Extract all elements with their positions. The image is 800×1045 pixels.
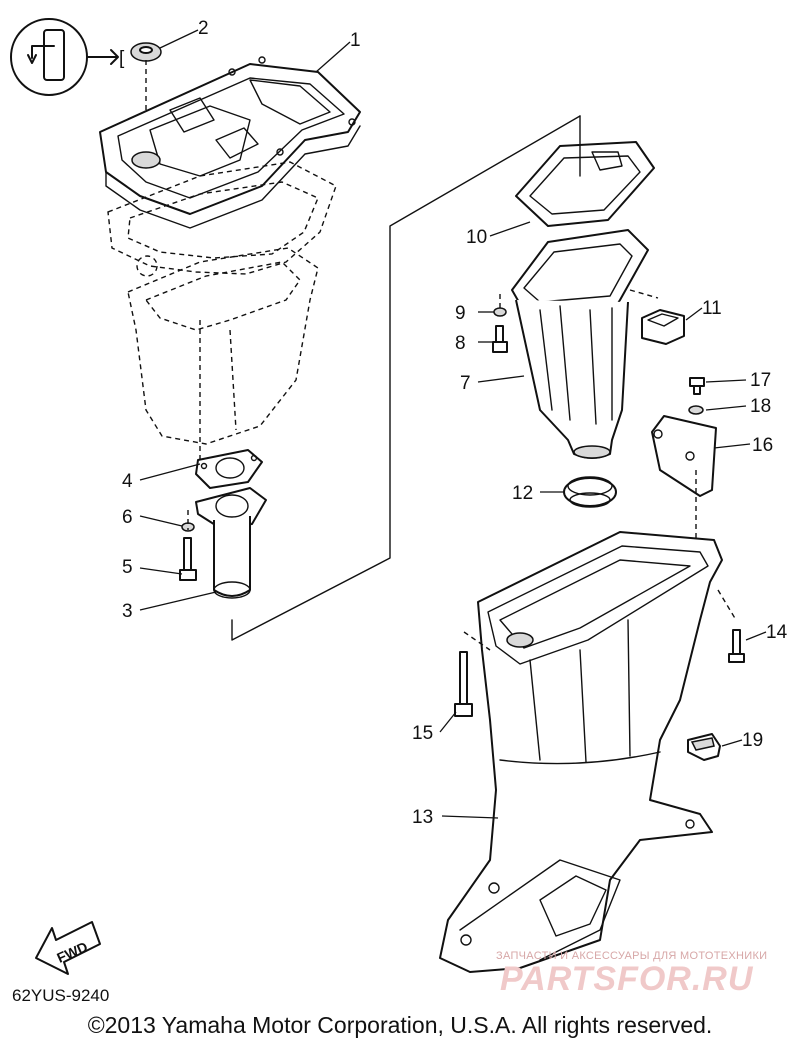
watermark-tagline: ЗАПЧАСТИ И АКСЕССУАРЫ ДЛЯ МОТОТЕХНИКИ (496, 950, 768, 962)
part-8-bolt (492, 325, 508, 353)
callout-16: 16 (752, 435, 773, 456)
part-12-seal-ring (563, 476, 617, 508)
callout-19: 19 (742, 730, 763, 751)
part-5-bolt (179, 537, 197, 581)
part-11-rubber-seal (629, 289, 685, 345)
part-13-lower-casing (439, 531, 723, 973)
part-18-washer (688, 405, 704, 415)
leader-lines (139, 29, 767, 819)
callout-3: 3 (122, 601, 133, 622)
callout-8: 8 (455, 333, 466, 354)
callout-2: 2 (198, 18, 209, 39)
callout-10: 10 (466, 227, 487, 248)
callout-1: 1 (350, 30, 361, 51)
callout-15: 15 (412, 723, 433, 744)
part-7-upper-exhaust-casing (511, 229, 649, 459)
exhaust-guide-outline (127, 247, 319, 460)
callout-7: 7 (460, 373, 471, 394)
callout-13: 13 (412, 807, 433, 828)
part-14-bolt (717, 589, 745, 663)
callout-9: 9 (455, 303, 466, 324)
part-19-anode (687, 733, 721, 761)
part-15-bolt (454, 631, 491, 717)
fwd-arrow-icon: FWD (35, 921, 101, 975)
part-1-upper-mount-plate (99, 56, 361, 229)
part-10-gasket (515, 141, 655, 227)
part-2-washer (130, 42, 162, 62)
copyright-notice: ©2013 Yamaha Motor Corporation, U.S.A. A… (87, 1012, 713, 1038)
callout-14: 14 (766, 622, 788, 643)
part-4-gasket (195, 449, 263, 489)
callout-6: 6 (122, 507, 133, 528)
part-9-washer (493, 307, 507, 317)
watermark-logo: PARTSFOR.RU (500, 960, 754, 998)
diagram-code: 62YUS-9240 (12, 986, 110, 1005)
callout-5: 5 (122, 557, 133, 578)
assembly-line-center (231, 115, 581, 641)
part-17-bolt (689, 377, 705, 395)
bracket-label: [ (119, 48, 125, 69)
callout-11: 11 (702, 298, 722, 319)
callout-12: 12 (512, 483, 533, 504)
part-16-cover-plate (651, 415, 717, 560)
grease-symbol-icon: [ (10, 18, 125, 96)
callout-18: 18 (750, 396, 771, 417)
part-3-exhaust-pipe (195, 487, 267, 599)
plate-gasket (107, 161, 337, 277)
callout-4: 4 (122, 471, 133, 492)
callout-17: 17 (750, 370, 771, 391)
